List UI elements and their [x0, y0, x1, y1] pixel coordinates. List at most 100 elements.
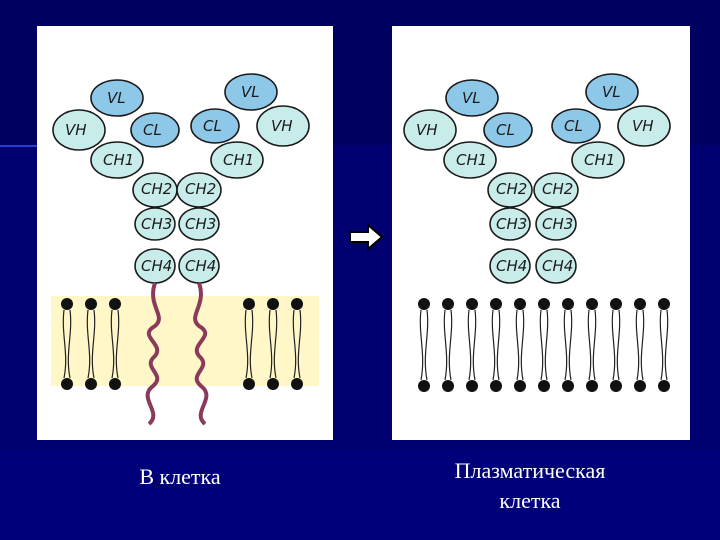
domain-label-ch2-right: CH2 [542, 180, 573, 198]
domain-label-ch1-left: CH1 [103, 151, 134, 169]
heavy-chain-right [176, 105, 310, 284]
lipid-head-inner [490, 380, 502, 392]
lipid-head-inner [514, 380, 526, 392]
lipid-head-inner [658, 380, 670, 392]
lipid-tail [563, 309, 573, 381]
domain-label-cl-left: CL [143, 121, 162, 139]
lipid-tail [635, 309, 645, 381]
domain-label-ch4-right: CH4 [185, 257, 216, 275]
domain-label-ch4-left: CH4 [141, 257, 172, 275]
lipid-tail [244, 309, 254, 379]
lipid-head-inner [291, 378, 303, 390]
plasma-cell-antibody-panel: VL VH CL CH1 CH2 CH3 CH4 VL VH CL CH1 CH… [392, 26, 690, 440]
domain-label-ch2-left: CH2 [141, 180, 172, 198]
lipid-head-outer [442, 298, 454, 310]
lipid-tail [268, 309, 278, 379]
lipid-head-outer [243, 298, 255, 310]
light-chains [445, 73, 639, 148]
lipid-head-outer [610, 298, 622, 310]
domain-label-ch3-right: CH3 [185, 215, 216, 233]
domain-label-vh-left: VH [416, 121, 438, 139]
domain-label-ch3-right: CH3 [542, 215, 573, 233]
lipid-head-inner [418, 380, 430, 392]
lipid-head-outer [291, 298, 303, 310]
lipid-tail [515, 309, 525, 381]
lipid-tail [467, 309, 477, 381]
plasma-cell-antibody-diagram: VL VH CL CH1 CH2 CH3 CH4 VL VH CL CH1 CH… [403, 73, 676, 392]
b-cell-caption: В клетка [139, 464, 221, 489]
lipid-head-outer [85, 298, 97, 310]
domain-label-ch1-right: CH1 [223, 151, 254, 169]
domain-label-ch1-left: CH1 [456, 151, 487, 169]
lipid-tail [539, 309, 549, 381]
lipid-tail [419, 309, 429, 381]
heavy-chain-left [52, 109, 178, 284]
lipid-head-inner [586, 380, 598, 392]
heavy-chain-left [403, 109, 533, 284]
lipid-head-outer [490, 298, 502, 310]
domain-label-ch2-right: CH2 [185, 180, 216, 198]
lipid-head-inner [85, 378, 97, 390]
lipid-tail [587, 309, 597, 381]
plasma-cell-caption: Плазматическая клетка [400, 456, 660, 516]
domain-label-vl-left: VL [462, 89, 481, 107]
lipid-head-outer [267, 298, 279, 310]
lipid-head-outer [466, 298, 478, 310]
transmembrane-tails [145, 282, 209, 426]
b-cell-antibody-diagram: VL VH CL CH1 CH2 CH3 CH4 VL VH CL CH1 CH… [51, 73, 319, 426]
domain-label-ch4-right: CH4 [542, 257, 573, 275]
b-cell-antibody-panel: VL VH CL CH1 CH2 CH3 CH4 VL VH CL CH1 CH… [37, 26, 333, 440]
lipid-bilayer [418, 298, 670, 392]
lipid-tail [491, 309, 501, 381]
lipid-head-inner [466, 380, 478, 392]
lipid-head-outer [658, 298, 670, 310]
domain-label-vh-right: VH [632, 117, 654, 135]
light-chains [90, 73, 278, 148]
lipid-tail [86, 309, 96, 379]
lipid-head-outer [418, 298, 430, 310]
lipid-head-inner [109, 378, 121, 390]
lipid-head-outer [634, 298, 646, 310]
lipid-head-inner [562, 380, 574, 392]
lipid-head-inner [61, 378, 73, 390]
domain-label-vl-right: VL [602, 83, 621, 101]
domain-label-cl-right: CL [203, 117, 222, 135]
domain-label-vl-right: VL [241, 83, 260, 101]
right-arrow-icon [349, 222, 384, 252]
domain-label-ch3-left: CH3 [141, 215, 172, 233]
lipid-head-inner [243, 378, 255, 390]
plasma-cell-caption-line2: клетка [499, 488, 561, 513]
lipid-tail [292, 309, 302, 379]
lipid-head-outer [514, 298, 526, 310]
lipid-head-outer [538, 298, 550, 310]
domain-label-vh-right: VH [271, 117, 293, 135]
lipid-tail [443, 309, 453, 381]
lipid-bilayer [61, 298, 303, 390]
domain-label-ch1-right: CH1 [584, 151, 615, 169]
lipid-tail [110, 309, 120, 379]
lipid-head-inner [538, 380, 550, 392]
domain-label-cl-left: CL [496, 121, 515, 139]
lipid-head-inner [442, 380, 454, 392]
lipid-tail [659, 309, 669, 381]
domain-label-cl-right: CL [564, 117, 583, 135]
lipid-tail [62, 309, 72, 379]
membrane-band [51, 296, 319, 386]
domain-label-ch3-left: CH3 [496, 215, 527, 233]
domain-label-vh-left: VH [65, 121, 87, 139]
plasma-cell-caption-line1: Плазматическая [454, 458, 606, 483]
lipid-head-outer [586, 298, 598, 310]
domain-label-vl-left: VL [107, 89, 126, 107]
lipid-head-inner [267, 378, 279, 390]
lipid-tail [611, 309, 621, 381]
heavy-chain-right [533, 105, 671, 284]
lipid-head-inner [610, 380, 622, 392]
lipid-head-inner [634, 380, 646, 392]
domain-label-ch4-left: CH4 [496, 257, 527, 275]
lipid-head-outer [109, 298, 121, 310]
domain-label-ch2-left: CH2 [496, 180, 527, 198]
lipid-head-outer [562, 298, 574, 310]
background-bottom-band [0, 450, 720, 540]
lipid-head-outer [61, 298, 73, 310]
background-accent-line [0, 145, 40, 147]
